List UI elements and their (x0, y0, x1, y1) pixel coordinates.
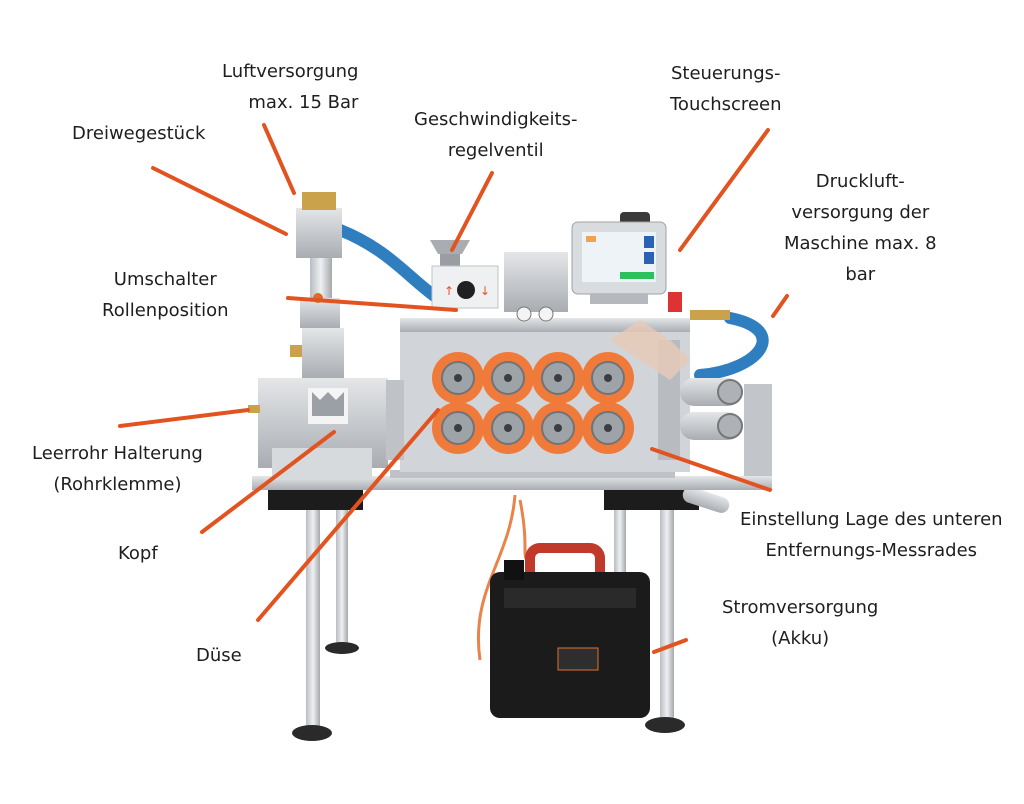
leader-einstellung (650, 447, 772, 492)
label-umschalter: Umschalter Rollenposition (102, 264, 229, 326)
label-geschwindigkeit: Geschwindigkeits- regelventil (414, 104, 577, 166)
label-line: (Rohrklemme) (53, 474, 182, 495)
main-frame (386, 318, 690, 472)
head-block (248, 378, 388, 480)
label-dreiwegestueck: Dreiwegestück (72, 118, 205, 149)
label-line: Stromversorgung (722, 597, 879, 618)
rollers (432, 352, 634, 454)
label-line: Umschalter (113, 269, 217, 290)
label-luftversorgung: Luftversorgung max. 15 Bar (222, 56, 358, 118)
leader-kopf (200, 430, 336, 534)
label-line: bar (845, 264, 876, 285)
leader-dreiwegestueck (151, 166, 288, 236)
label-druckluft: Druckluft- versorgung der Maschine max. … (784, 166, 937, 290)
label-kopf: Kopf (118, 538, 158, 569)
leader-strom (652, 638, 688, 654)
label-line: Luftversorgung (222, 61, 359, 82)
leader-touchscreen (678, 128, 770, 252)
leader-leerrohr (118, 408, 250, 428)
label-line: Dreiwegestück (72, 123, 206, 144)
label-line: Kopf (118, 543, 158, 564)
label-strom: Stromversorgung (Akku) (722, 592, 878, 654)
label-line: (Akku) (771, 628, 830, 649)
battery-case (490, 543, 650, 718)
label-line: Druckluft- (815, 171, 905, 192)
label-line: Einstellung Lage des unteren (740, 509, 1003, 530)
label-line: versorgung der (791, 202, 930, 223)
label-line: Düse (196, 645, 242, 666)
valve-block (504, 252, 568, 322)
three-way-piece (290, 192, 344, 378)
label-line: Leerrohr Halterung (32, 443, 203, 464)
label-line: Steuerungs- (670, 63, 781, 84)
leader-lines (118, 123, 789, 654)
leader-druckluft (771, 294, 789, 318)
leader-geschwindigkeit (450, 171, 494, 252)
base-plate (252, 476, 772, 490)
measuring-wheels (680, 378, 772, 476)
label-line: regelventil (447, 140, 544, 161)
label-leerrohr: Leerrohr Halterung (Rohrklemme) (32, 438, 203, 500)
label-line: Entfernungs-Messrades (765, 540, 978, 561)
label-duese: Düse (196, 640, 242, 671)
touchscreen (571, 212, 730, 320)
speed-valve: ↑ ↓ (430, 240, 499, 309)
label-einstellung: Einstellung Lage des unteren Entfernungs… (740, 504, 1003, 566)
label-touchscreen: Steuerungs- Touchscreen (670, 58, 782, 120)
leader-duese (256, 408, 440, 622)
label-line: max. 15 Bar (248, 92, 359, 113)
label-line: Maschine max. 8 (784, 233, 937, 254)
label-line: Rollenposition (102, 300, 229, 321)
label-line: Touchscreen (670, 94, 782, 115)
svg-text:↑: ↑ (444, 284, 454, 298)
leader-luftversorgung (262, 123, 296, 195)
leader-umschalter (286, 296, 458, 312)
label-line: Geschwindigkeits- (414, 109, 578, 130)
svg-text:↓: ↓ (480, 284, 490, 298)
